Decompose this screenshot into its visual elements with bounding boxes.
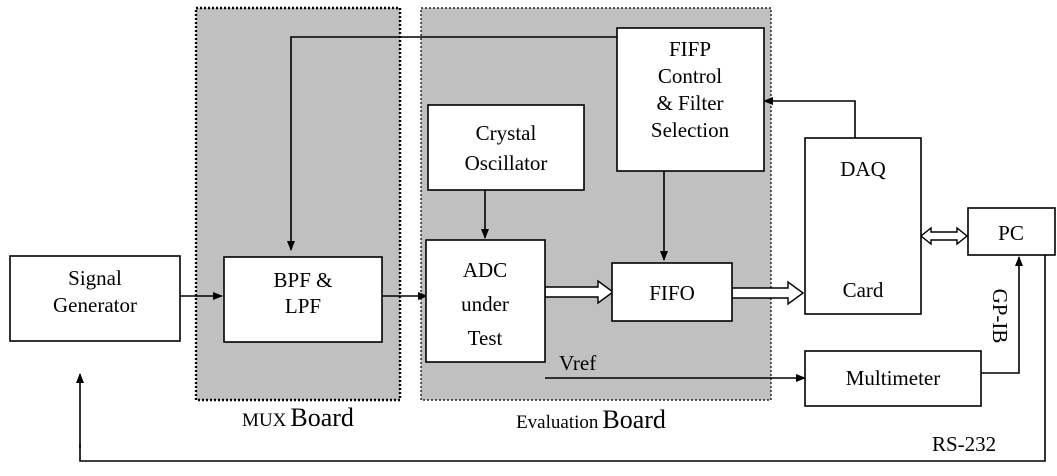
adc-label-3: Test: [468, 326, 503, 350]
daq-card-label-2: Card: [843, 278, 884, 302]
gpib-label: GP-IB: [988, 289, 1012, 344]
adc-label-2: under: [461, 292, 509, 316]
bpf-lpf-label-1: BPF &: [274, 268, 333, 292]
crystal-oscillator-block: Crystal Oscillator: [427, 104, 585, 191]
adc-label-1: ADC: [463, 258, 507, 282]
signal-generator-label-1: Signal: [68, 266, 122, 290]
fifo-to-daq-bus-arrow: [731, 280, 805, 306]
adc-to-fifo-bus-arrow: [544, 279, 615, 305]
pc-label: PC: [998, 221, 1024, 245]
fifp-control-label-4: Selection: [651, 118, 730, 142]
fifp-control-block: FIFP Control & Filter Selection: [616, 27, 765, 172]
daq-card-block: DAQ Card: [804, 137, 922, 315]
fifp-control-label-3: & Filter: [656, 91, 723, 115]
control-to-bpf-line: [287, 36, 617, 251]
daq-to-control-arrow: [763, 97, 856, 138]
daq-card-label-1: DAQ: [840, 157, 886, 181]
mux-caption-small: MUX: [242, 410, 287, 431]
evaluation-caption-big: Board: [602, 405, 666, 434]
crystal-oscillator-label-2: Oscillator: [465, 151, 548, 175]
signal-generator-label-2: Generator: [53, 293, 137, 317]
daq-pc-bus-arrow: [919, 226, 969, 246]
evaluation-caption-small: Evaluation: [516, 412, 599, 433]
rs232-line: [79, 255, 1046, 462]
mux-board-caption: MUX Board: [242, 403, 354, 432]
bpf-lpf-block: BPF & LPF: [223, 256, 383, 343]
fifo-block: FIFO: [611, 262, 733, 322]
vref-label: Vref: [559, 351, 596, 375]
fifp-control-label-2: Control: [658, 64, 722, 88]
adc-block: ADC under Test: [425, 239, 546, 363]
multimeter-block: Multimeter: [804, 350, 982, 407]
signal-generator-block: Signal Generator: [9, 255, 181, 342]
fifp-control-label-1: FIFP: [669, 37, 711, 61]
evaluation-board-caption: Evaluation Board: [516, 405, 666, 434]
bpf-lpf-label-2: LPF: [285, 294, 321, 318]
pc-block: PC: [967, 207, 1056, 256]
fifo-label: FIFO: [649, 281, 695, 305]
gpib-arrow: [981, 256, 1023, 374]
multimeter-label: Multimeter: [846, 366, 940, 390]
rs232-label: RS-232: [932, 432, 996, 456]
crystal-oscillator-label-1: Crystal: [476, 121, 537, 145]
mux-caption-big: Board: [290, 403, 354, 432]
